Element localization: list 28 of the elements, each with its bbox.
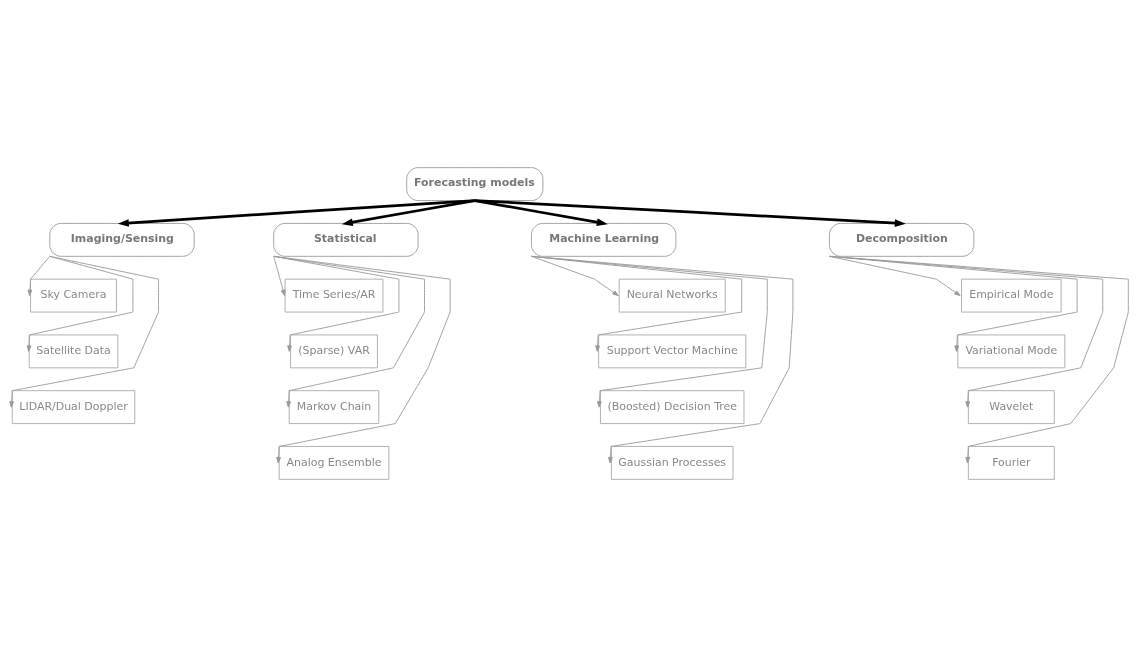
node-box: Empirical Mode: [961, 278, 1062, 313]
arrow: [341, 199, 475, 226]
arrow: [27, 255, 51, 297]
node-box: Time Series/AR: [284, 278, 384, 313]
node-box: Forecasting models: [406, 167, 544, 201]
node-box: (Sparse) VAR: [290, 334, 378, 369]
node-box: Neural Networks: [618, 278, 726, 313]
arrow: [531, 255, 743, 352]
arrow: [531, 255, 794, 464]
arrow: [273, 255, 425, 408]
arrow: [273, 255, 400, 352]
arrow: [273, 255, 286, 297]
arrow: [117, 199, 475, 227]
node-box: (Boosted) Decision Tree: [600, 390, 745, 425]
node-box: Support Vector Machine: [598, 334, 747, 369]
node-box: Variational Mode: [957, 334, 1066, 369]
arrow: [828, 255, 1129, 464]
arrow: [474, 199, 906, 227]
node-box: Sky Camera: [30, 278, 117, 313]
node-box: Imaging/Sensing: [49, 222, 195, 257]
arrow: [531, 255, 768, 408]
arrow: [531, 255, 619, 297]
arrow: [9, 255, 159, 408]
node-box: Machine Learning: [531, 222, 677, 257]
node-box: Statistical: [273, 222, 419, 257]
node-box: Decomposition: [828, 222, 975, 257]
arrow: [26, 255, 134, 352]
arrow: [273, 255, 451, 464]
